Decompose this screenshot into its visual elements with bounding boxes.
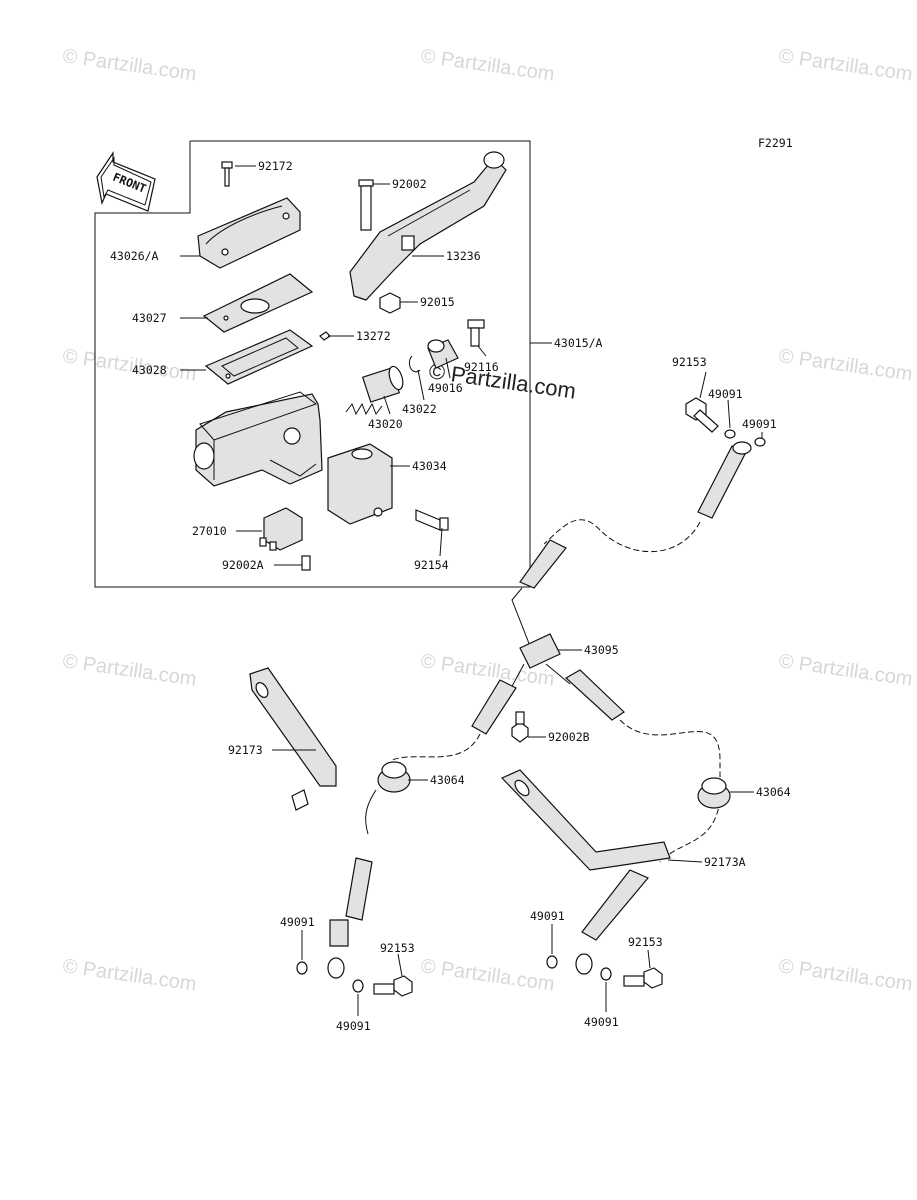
bracket-92173: [249, 667, 337, 811]
brake-hose-system: [327, 441, 752, 979]
screw-92002B: [511, 711, 529, 743]
watermark: © Partzilla.com: [61, 345, 198, 386]
grommet-left: [377, 761, 411, 793]
callout-92172: 92172: [258, 159, 293, 173]
callout-92002: 92002: [392, 177, 427, 191]
piston-assembly: [345, 365, 404, 416]
callout-92173: 92173: [228, 743, 263, 757]
callout-43015-a: 43015/A: [554, 336, 603, 350]
callout-13272: 13272: [356, 329, 391, 343]
diaphragm-plate: [202, 273, 314, 333]
callout-43064-right: 43064: [756, 785, 791, 799]
callout-92153-top: 92153: [672, 355, 707, 369]
brake-lever: [349, 151, 507, 301]
screw-92002A: [301, 555, 311, 571]
washer-ll-b: [352, 979, 364, 993]
callout-43026-a: 43026/A: [110, 249, 159, 263]
pushrod-92116: [467, 319, 485, 347]
assembly-frame: [94, 140, 531, 588]
clamp-holder: [327, 443, 393, 525]
watermark: © Partzilla.com: [777, 650, 914, 691]
callout-43064-left: 43064: [430, 773, 465, 787]
callout-92002A: 92002A: [222, 558, 264, 572]
callout-labels: 92172 92002 43026/A 13236 92015 43027 13…: [110, 159, 791, 1033]
watermark: © Partzilla.com: [61, 650, 198, 691]
callout-92153-left: 92153: [380, 941, 415, 955]
bracket-92173A: [500, 769, 671, 871]
banjo-bolt-top: [685, 397, 719, 433]
callout-49091-top-a: 49091: [708, 387, 743, 401]
washer-top-b: [754, 437, 766, 447]
diaphragm: [204, 329, 314, 385]
callout-49091-ll-b: 49091: [336, 1019, 371, 1033]
callout-92015: 92015: [420, 295, 455, 309]
watermark: © Partzilla.com: [777, 45, 914, 86]
nut-92015: [379, 292, 401, 314]
washer-top-a: [724, 429, 736, 439]
watermark: © Partzilla.com: [61, 45, 198, 86]
callout-43034: 43034: [412, 459, 447, 473]
front-arrow-icon: FRONT: [96, 151, 156, 212]
callout-49091-top-b: 49091: [742, 417, 777, 431]
callout-49091-ll-a: 49091: [280, 915, 315, 929]
screw-92172: [221, 161, 233, 187]
bolt-92154: [415, 509, 449, 531]
banjo-bolt-right: [623, 967, 663, 989]
brake-switch: [259, 507, 303, 551]
callout-13236: 13236: [446, 249, 481, 263]
circlip-43022: [408, 355, 421, 373]
watermark: © Partzilla.com: [61, 955, 198, 996]
watermark: © Partzilla.com: [419, 45, 556, 86]
callout-92154: 92154: [414, 558, 449, 572]
callout-49091-lr-a: 49091: [530, 909, 565, 923]
watermark: © Partzilla.com: [419, 955, 556, 996]
callout-92173A: 92173A: [704, 855, 746, 869]
callout-43028: 43028: [132, 363, 167, 377]
callout-92002B: 92002B: [548, 730, 590, 744]
callout-27010: 27010: [192, 524, 227, 538]
callout-43027: 43027: [132, 311, 167, 325]
boot-49016: [427, 339, 459, 369]
callout-43095: 43095: [584, 643, 619, 657]
grommet-right: [697, 777, 731, 809]
reservoir-cap: [197, 197, 301, 269]
callout-92153-right: 92153: [628, 935, 663, 949]
washer-ll-a: [296, 961, 308, 975]
watermark: © Partzilla.com: [777, 955, 914, 996]
banjo-bolt-left: [373, 975, 413, 997]
master-cylinder-body: [193, 391, 323, 487]
callout-43020: 43020: [368, 417, 403, 431]
washer-lr-a: [546, 955, 558, 969]
pivot-bolt-92002: [358, 179, 374, 231]
figure-code: F2291: [758, 136, 793, 150]
callout-43022: 43022: [402, 402, 437, 416]
leader-lines: [180, 165, 763, 1016]
callout-92116: 92116: [464, 360, 499, 374]
watermark: © Partzilla.com: [777, 345, 914, 386]
callout-49091-lr-b: 49091: [584, 1015, 619, 1029]
callout-49016: 49016: [428, 381, 463, 395]
washer-lr-b: [600, 967, 612, 981]
